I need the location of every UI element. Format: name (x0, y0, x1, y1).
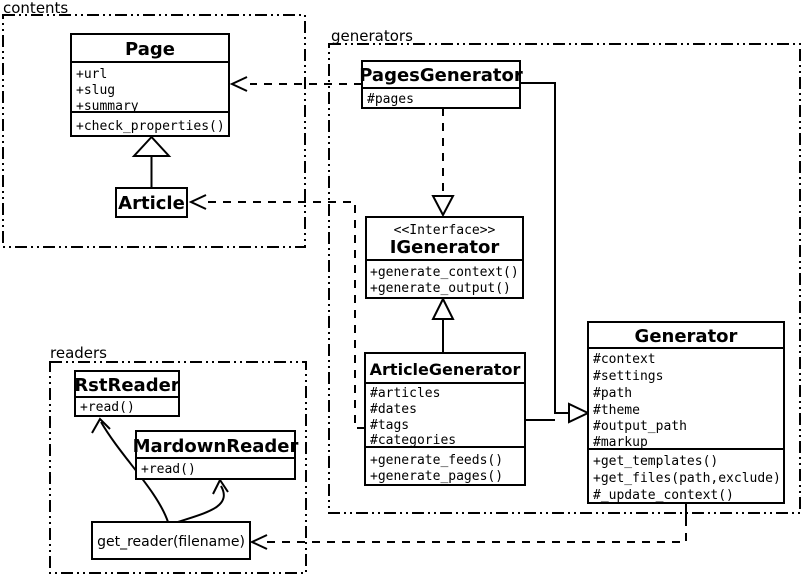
class-mardownreader: MardownReader +read() (133, 430, 299, 480)
class-articlegenerator: ArticleGenerator #articles #dates #tags … (364, 352, 526, 486)
attribute: #output_path (593, 419, 687, 434)
class-box (115, 187, 188, 218)
inheritance-triangle-icon (431, 296, 455, 320)
method: +read() (141, 462, 196, 477)
node-box (91, 521, 251, 560)
inheritance-triangle-icon (568, 402, 591, 424)
class-name: MardownReader (133, 436, 299, 457)
class-box (361, 60, 521, 109)
attribute: #markup (593, 435, 648, 450)
method: +check_properties() (76, 119, 225, 134)
edge-line (265, 518, 687, 543)
package-generators-label: generators (331, 27, 413, 45)
package-readers-label: readers (50, 344, 107, 362)
edge-articlegenerator-depends-article (188, 194, 365, 429)
method: +generate_output() (370, 281, 511, 296)
package-generators: generators (328, 27, 801, 514)
node-label: get_reader(filename) (97, 534, 245, 550)
method: +read() (80, 400, 135, 415)
open-arrowhead-icon (91, 417, 111, 434)
edge-line-pagesgenerator (520, 82, 568, 414)
method: +generate_context() (370, 265, 519, 280)
class-page: Page +url +slug +summary +check_properti… (70, 33, 230, 137)
attribute: #pages (367, 92, 414, 107)
class-box (365, 216, 524, 299)
attribute: #path (593, 386, 632, 401)
dependency-arrowhead-icon (229, 76, 248, 92)
method: +generate_feeds() (370, 453, 503, 468)
realization-triangle-icon (431, 195, 455, 218)
attribute: #dates (370, 402, 417, 417)
package-contents: contents (2, 0, 306, 248)
attribute: #tags (370, 418, 409, 433)
class-generator: Generator #context #settings #path #them… (587, 321, 785, 504)
class-box (364, 352, 526, 486)
edge-article-extends-page (131, 135, 172, 188)
attribute: #theme (593, 403, 640, 418)
class-box (135, 430, 296, 480)
class-name: Article (118, 193, 185, 214)
package-contents-label: contents (3, 0, 68, 17)
method: +generate_pages() (370, 469, 503, 484)
class-box (70, 33, 230, 137)
class-name: IGenerator (390, 237, 500, 258)
edge-getreader-to-mardownreader (177, 478, 229, 523)
dependency-arrowhead-icon (249, 534, 268, 550)
attribute: +url (76, 67, 107, 82)
stereotype: <<Interface>> (394, 223, 496, 238)
class-rstreader: RstReader +read() (74, 370, 180, 417)
attribute: #settings (593, 369, 663, 384)
package-generators-border (328, 43, 801, 514)
attribute: #context (593, 352, 656, 367)
class-name: RstReader (74, 375, 179, 396)
class-pagesgenerator: PagesGenerator #pages (359, 60, 523, 109)
attribute: +summary (76, 99, 139, 114)
dependency-arrowhead-icon (188, 194, 207, 210)
inheritance-triangle-icon (131, 135, 172, 157)
node-getreader: get_reader(filename) (91, 521, 251, 560)
edge-generators-extend-generator (520, 82, 591, 424)
edge-pagesgenerator-realizes-igenerator (431, 108, 455, 218)
edge-curve (177, 485, 225, 523)
class-name: Page (125, 39, 175, 60)
class-igenerator: <<Interface>> IGenerator +generate_conte… (365, 216, 524, 299)
edge-generator-depends-getreader (249, 503, 687, 550)
class-name: ArticleGenerator (370, 360, 521, 379)
edge-pagesgenerator-depends-page (229, 76, 362, 92)
class-name: PagesGenerator (359, 65, 523, 86)
class-name: Generator (635, 326, 738, 347)
package-contents-border (2, 14, 306, 248)
attribute: #categories (370, 433, 456, 448)
attribute: +slug (76, 83, 115, 98)
class-box (74, 370, 180, 417)
edge-articlegenerator-extends-igenerator (431, 296, 455, 353)
package-readers-border (49, 361, 307, 574)
edge-line (207, 201, 365, 429)
method: +get_templates() (593, 454, 718, 469)
method: +get_files(path,exclude) (593, 471, 781, 486)
attribute: #articles (370, 386, 440, 401)
class-box (587, 321, 785, 504)
class-article: Article (115, 187, 188, 218)
package-readers: readers (49, 344, 307, 574)
method: #_update_context() (593, 488, 734, 503)
